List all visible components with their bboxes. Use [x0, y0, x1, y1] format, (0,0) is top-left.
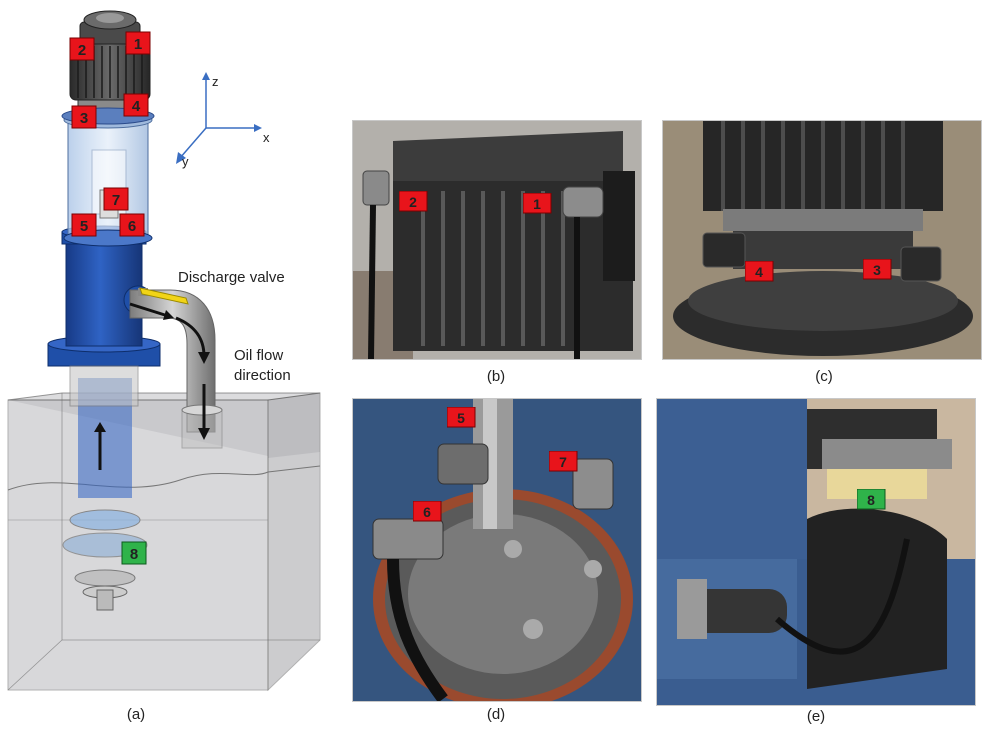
panel-c-motor-base-photo: 4 3	[662, 120, 982, 360]
caption-e: (e)	[806, 708, 826, 725]
sensor-7-badge-a: 7	[103, 187, 129, 211]
axis-label-y: y	[182, 154, 189, 169]
sensor-4-badge-a: 4	[123, 93, 149, 117]
caption-c: (c)	[815, 368, 833, 385]
coordinate-axes	[176, 72, 262, 164]
sensor-5-badge-d: 5	[447, 407, 479, 429]
sensor-4-badge-c: 4	[745, 261, 777, 283]
panel-a-cad-diagram: 2 1 4 3 7 5 6 8 z x y Discharge valve Oi…	[0, 0, 330, 730]
svg-text:5: 5	[80, 218, 88, 235]
sensor-6-badge-d: 6	[413, 501, 445, 523]
svg-text:2: 2	[78, 42, 86, 59]
sensor-1-badge-b: 1	[523, 193, 555, 215]
oil-tank	[7, 392, 321, 692]
svg-text:6: 6	[423, 504, 431, 520]
flow-arrows	[94, 302, 210, 470]
panel-e-impeller-housing-photo: 8	[656, 398, 976, 706]
sensor-1-badge-a: 1	[125, 31, 151, 55]
svg-text:5: 5	[457, 410, 465, 426]
svg-text:7: 7	[559, 454, 567, 470]
svg-text:6: 6	[128, 218, 136, 235]
sensor-3-badge-c: 3	[863, 259, 895, 281]
svg-text:3: 3	[873, 262, 881, 278]
panel-b-motor-photo: 2 1	[352, 120, 642, 360]
sensor-8-badge-e: 8	[857, 489, 889, 511]
discharge-valve-handle	[138, 287, 189, 305]
sensor-3-badge-a: 3	[71, 105, 97, 129]
sensor-8-badge-a: 8	[121, 541, 147, 565]
svg-text:8: 8	[130, 546, 138, 563]
svg-text:4: 4	[132, 98, 141, 115]
sensor-7-badge-d: 7	[549, 451, 581, 473]
caption-a: (a)	[126, 706, 146, 723]
svg-text:7: 7	[112, 192, 120, 209]
caption-b: (b)	[486, 368, 506, 385]
pump-cad-drawing: 2 1 4 3 7 5 6 8	[7, 10, 321, 692]
sensor-2-badge-b: 2	[399, 191, 431, 213]
svg-text:1: 1	[134, 36, 142, 53]
sensor-badges-a: 2 1 4 3 7 5 6 8	[69, 31, 151, 565]
oil-flow-direction-label: Oil flow direction	[234, 347, 291, 384]
svg-text:3: 3	[80, 110, 88, 127]
panel-d-bearing-housing-photo: 5 7 6	[352, 398, 642, 702]
svg-text:1: 1	[533, 196, 541, 212]
caption-d: (d)	[486, 706, 506, 723]
sensor-2-badge-a: 2	[69, 37, 95, 61]
svg-text:4: 4	[755, 264, 763, 280]
sensor-6-badge-a: 6	[119, 213, 145, 237]
axis-label-x: x	[263, 130, 270, 145]
axis-label-z: z	[212, 74, 219, 89]
discharge-valve-label: Discharge valve	[178, 269, 285, 286]
sensor-5-badge-a: 5	[71, 213, 97, 237]
svg-text:8: 8	[867, 492, 875, 508]
svg-text:2: 2	[409, 194, 417, 210]
